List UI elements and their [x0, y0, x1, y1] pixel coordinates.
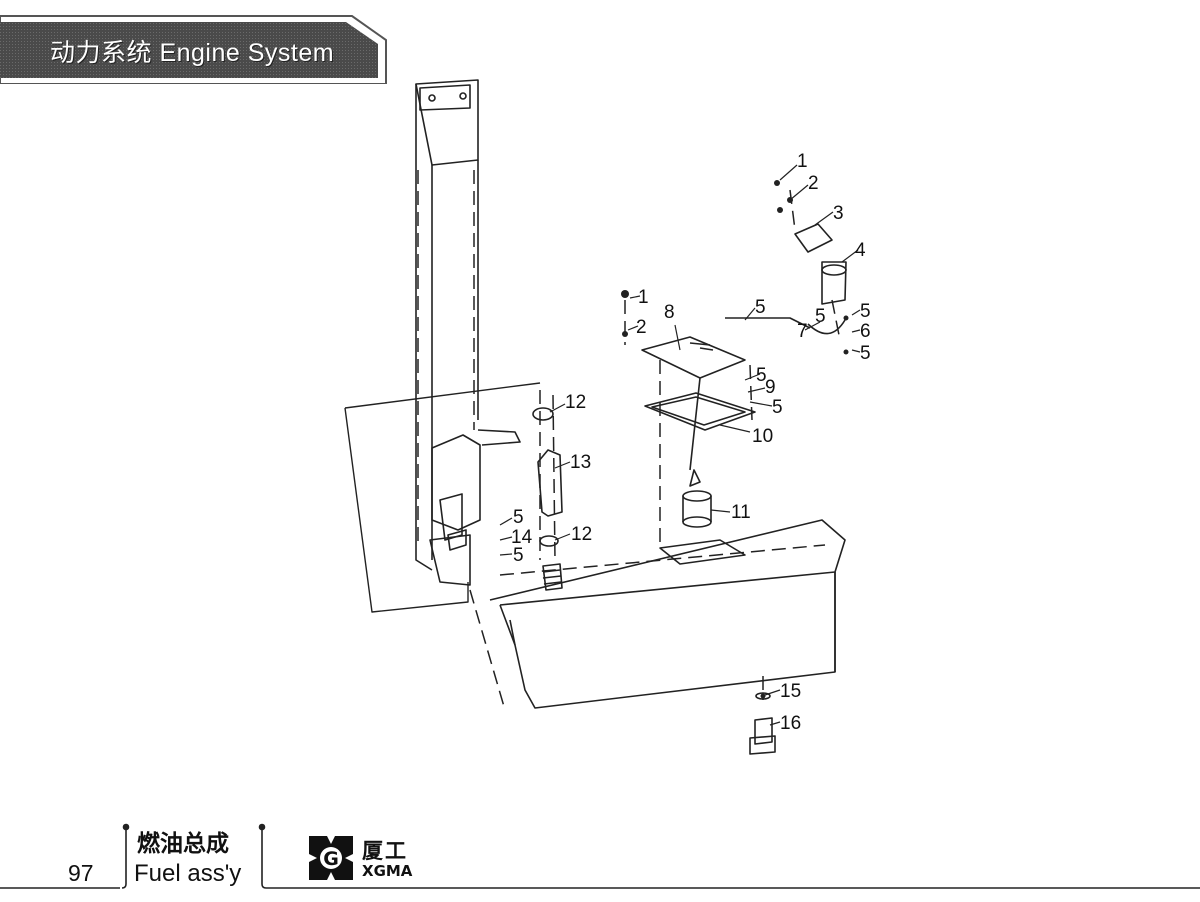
callout-5-clamp-top: 5: [513, 507, 524, 528]
callout-8: 8: [664, 302, 675, 323]
callout-10: 10: [752, 426, 773, 447]
callout-14: 14: [511, 527, 533, 548]
callout-5-clamp-bottom: 5: [513, 545, 524, 566]
callout-5-sender: 5: [756, 365, 767, 386]
callout-9: 9: [765, 377, 776, 398]
callout-1: 1: [797, 151, 808, 172]
callout-13: 13: [570, 452, 591, 473]
svg-text:G: G: [323, 848, 339, 870]
callout-2: 2: [808, 173, 819, 194]
callout-3: 3: [833, 203, 844, 224]
callout-4: 4: [855, 240, 866, 261]
callout-6: 6: [860, 321, 871, 342]
page-title-chinese: 燃油总成: [137, 831, 229, 857]
callout-11: 11: [731, 502, 751, 523]
callout-5-wire: 5: [755, 297, 766, 318]
callout-7: 7: [797, 321, 808, 342]
callout-15: 15: [780, 681, 801, 702]
callout-12-top: 12: [565, 392, 586, 413]
brand-name-chinese: 厦工: [362, 839, 408, 863]
callout-5-upper-right: 5: [860, 301, 871, 322]
page-number: 97: [68, 860, 94, 886]
xgma-logo-icon: G: [309, 836, 353, 880]
callout-5-filter: 5: [815, 306, 826, 327]
callout-5-lower-right: 5: [860, 343, 871, 364]
callout-5-gasket: 5: [772, 397, 783, 418]
callout-12-bottom: 12: [571, 524, 592, 545]
header-banner: [0, 15, 387, 84]
section-title: 动力系统 Engine System: [50, 39, 335, 67]
callout-2-sender: 2: [636, 317, 647, 338]
callout-1-sender: 1: [638, 287, 649, 308]
callout-16: 16: [780, 713, 801, 734]
brand-name-english: XGMA: [362, 862, 413, 880]
fuel-assembly-diagram: 1 2 3 4 5 5 6 5 7 1 2 8 5 5 9 5 10 11 12…: [344, 79, 871, 755]
page-title-english: Fuel ass'y: [134, 860, 242, 887]
footer-rule: [0, 823, 1200, 889]
